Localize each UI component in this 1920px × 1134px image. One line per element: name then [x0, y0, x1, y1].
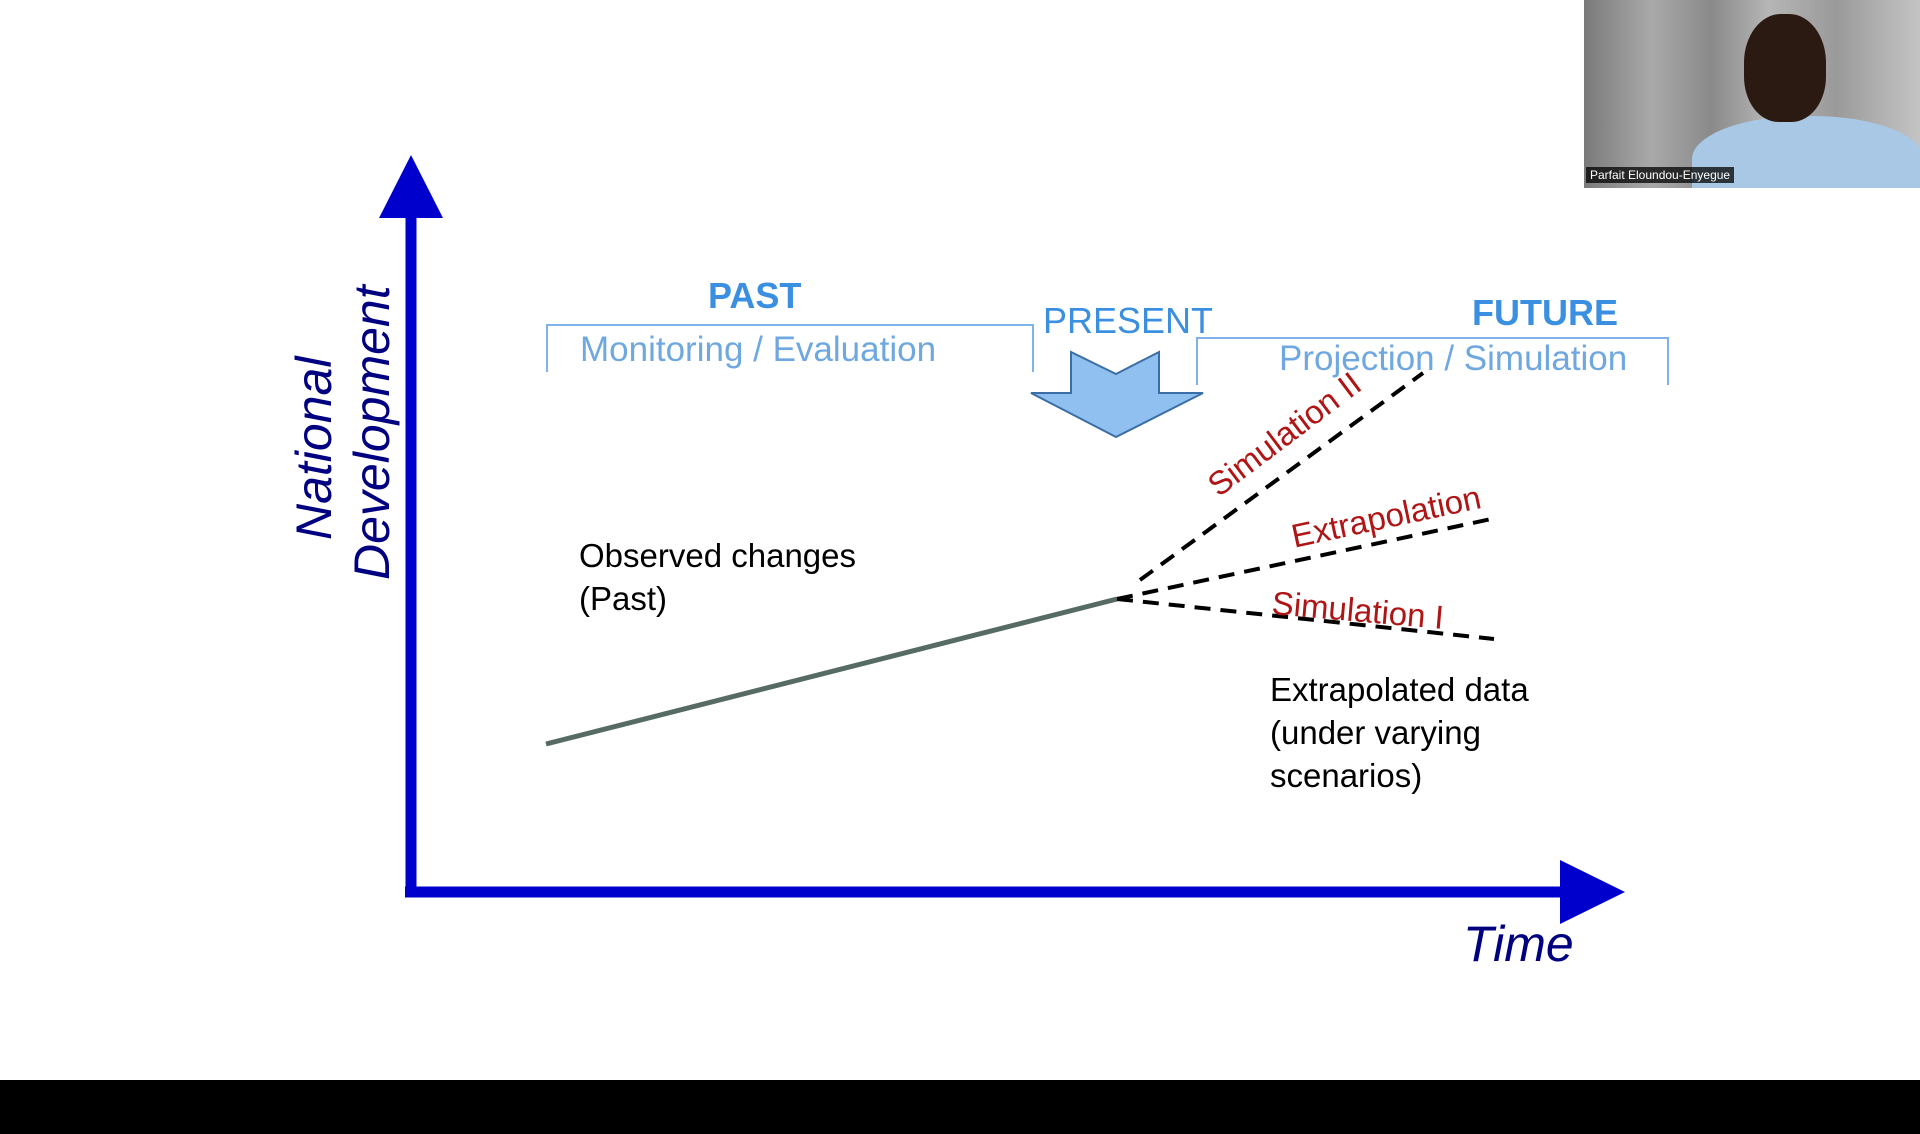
participant-head [1744, 14, 1826, 122]
slide: PAST Monitoring / Evaluation PRESENT FUT… [285, 0, 1920, 972]
x-axis-arrowhead [1560, 860, 1625, 924]
future-subtitle: Projection / Simulation [1279, 339, 1628, 378]
past-bracket [546, 324, 1034, 372]
present-down-arrow [1030, 350, 1204, 439]
participant-name-label: Parfait Eloundou-Enyegue [1586, 167, 1735, 183]
diagram-canvas [379, 155, 1669, 924]
participant-video-tile[interactable]: Parfait Eloundou-Enyegue [1584, 0, 1920, 188]
present-title: PRESENT [1043, 300, 1214, 341]
y-axis-label: National Development [285, 240, 405, 580]
simulation-ii-line [1138, 371, 1425, 582]
extrapolated-data-label: Extrapolated data (under varying scenari… [1270, 671, 1529, 794]
observed-changes-label: Observed changes (Past) [579, 537, 857, 617]
future-bracket [1196, 337, 1669, 385]
y-axis-label-line2: Development [344, 285, 400, 580]
y-axis-arrowhead [379, 155, 443, 218]
past-trend-line [545, 596, 1118, 747]
x-axis-label: Time [1463, 916, 1574, 972]
past-subtitle: Monitoring / Evaluation [580, 330, 937, 369]
extrapolation-line [1116, 516, 1497, 601]
y-axis-label-line1: National [286, 356, 342, 540]
simulation-i-line [1116, 597, 1495, 641]
bottom-bar [0, 1080, 1920, 1134]
future-title: FUTURE [1472, 292, 1618, 333]
past-title: PAST [708, 275, 802, 316]
